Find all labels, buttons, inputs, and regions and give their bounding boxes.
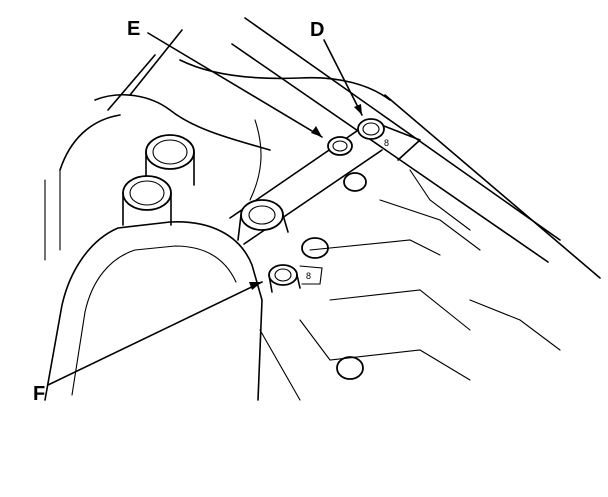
engine-contour	[249, 119, 262, 201]
frame-edge-line	[231, 43, 549, 263]
arrowhead	[249, 282, 262, 290]
housing-detail	[259, 199, 481, 401]
leader-line-f	[47, 281, 263, 386]
arrowhead	[311, 126, 322, 137]
transmission-cover	[71, 245, 237, 396]
leader-line-d	[323, 39, 363, 116]
line-bolt	[237, 199, 289, 241]
engine-contour	[59, 114, 121, 171]
engine-contour	[44, 169, 61, 261]
engine-contour	[129, 29, 183, 96]
bolt-e	[327, 136, 353, 156]
bolt-mark-upper: 8	[384, 138, 389, 148]
arrowhead	[354, 104, 362, 115]
leader-line-e	[147, 32, 323, 138]
mount-boss	[301, 172, 367, 380]
callout-f: F	[33, 383, 46, 405]
transmission-cover	[44, 221, 263, 401]
bolt-f	[268, 264, 323, 293]
frame-edge-line	[244, 17, 561, 241]
bolt-d	[357, 118, 385, 140]
callout-d: D	[310, 19, 325, 41]
engine-contour	[179, 59, 391, 101]
housing-detail	[409, 169, 561, 351]
callout-e: E	[127, 18, 141, 40]
bolt-mark-lower: 8	[306, 271, 311, 281]
engine-contour	[107, 54, 156, 111]
fluid-line-tube	[383, 125, 421, 161]
engine-contour	[94, 94, 271, 151]
mount-boss	[145, 134, 195, 186]
frame-edge-line	[384, 94, 601, 279]
mount-boss	[122, 175, 172, 226]
